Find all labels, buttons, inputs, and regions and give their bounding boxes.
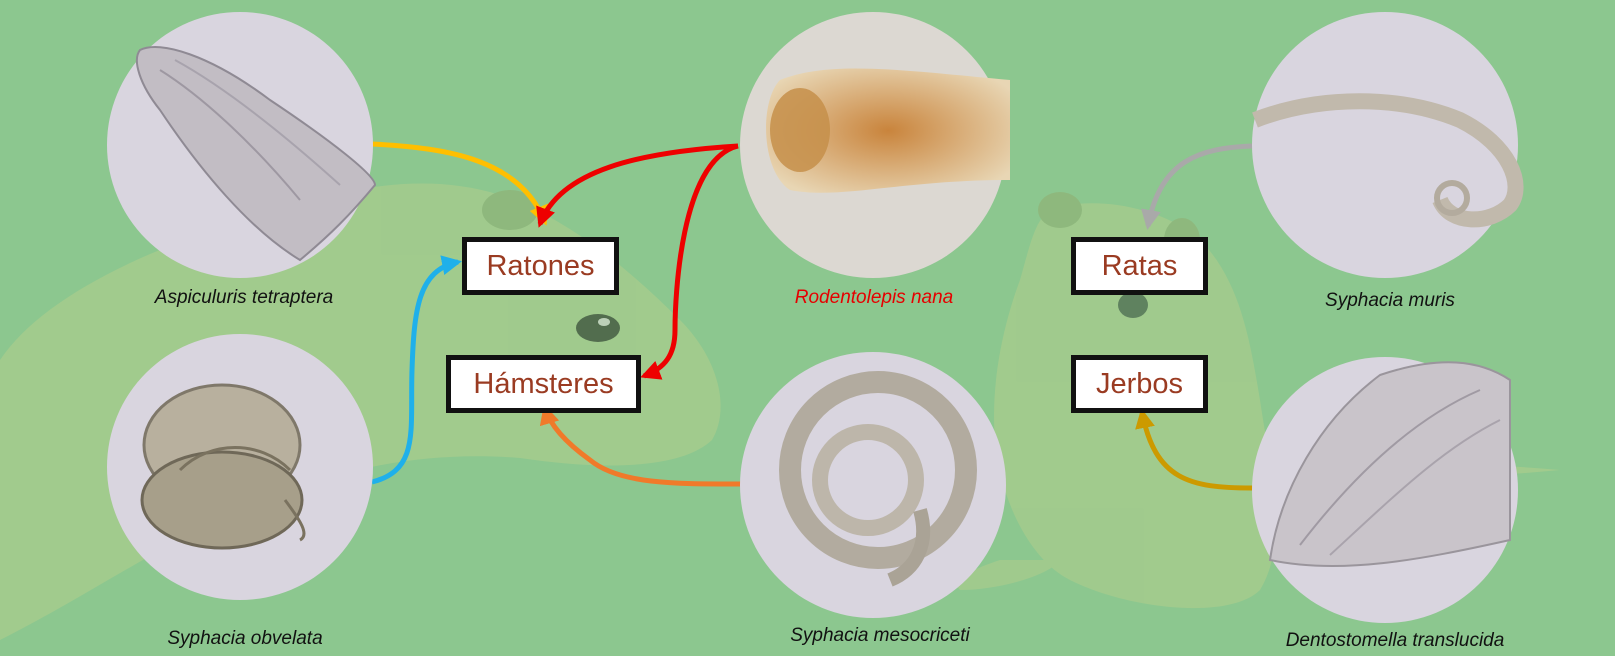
host-label-ratas: Ratas: [1071, 237, 1208, 295]
caption-rodentolepis: Rodentolepis nana: [760, 287, 988, 309]
micrograph-rodentolepis: [740, 12, 1010, 278]
caption-mesocriceti: Syphacia mesocriceti: [760, 625, 1000, 647]
micrograph-muris: [1252, 12, 1518, 278]
host-label-ratones: Ratones: [462, 237, 619, 295]
arrow-muris-to-ratas: [1148, 146, 1252, 226]
host-label-jerbos: Jerbos: [1071, 355, 1208, 413]
micrograph-mesocriceti: [740, 352, 1006, 618]
caption-aspiculuris: Aspiculuris tetraptera: [114, 287, 374, 309]
caption-muris: Syphacia muris: [1285, 290, 1495, 312]
arrow-rodentolepis-to-ratones: [540, 146, 738, 224]
caption-dentostomella: Dentostomella translucida: [1255, 630, 1535, 652]
host-label-hamsteres: Hámsteres: [446, 355, 641, 413]
caption-obvelata: Syphacia obvelata: [120, 628, 370, 650]
micrograph-aspiculuris: [107, 12, 375, 278]
micrograph-obvelata: [107, 334, 373, 600]
micrograph-dentostomella: [1252, 357, 1518, 623]
